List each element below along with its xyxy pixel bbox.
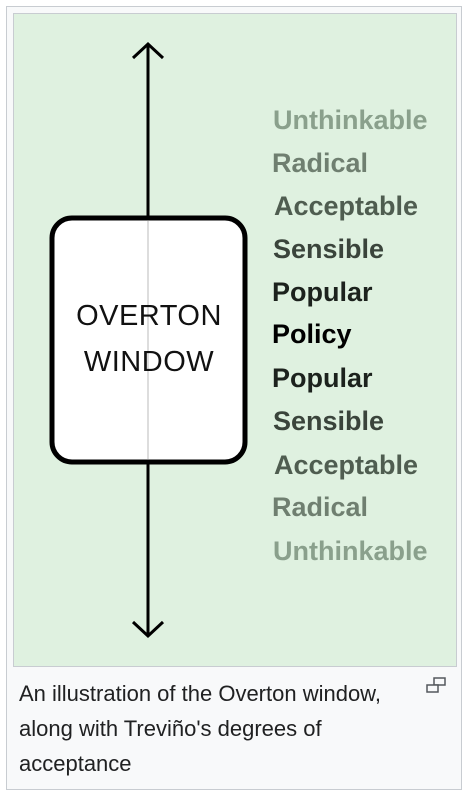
level-acceptable-top: Acceptable xyxy=(274,191,419,221)
overton-window-diagram[interactable]: OVERTON WINDOW Unthinkable Radical Accep… xyxy=(13,13,457,667)
window-label-line2: WINDOW xyxy=(83,346,215,378)
level-sensible-top: Sensible xyxy=(273,234,385,264)
enlarge-icon[interactable] xyxy=(425,677,447,693)
level-radical-top: Radical xyxy=(272,148,369,178)
down-arrowhead xyxy=(131,620,165,639)
diagram-graphic xyxy=(49,41,248,639)
level-popular-top: Popular xyxy=(272,277,373,307)
level-policy: Policy xyxy=(272,319,352,349)
level-unthinkable-top: Unthinkable xyxy=(273,105,428,135)
level-acceptable-bottom: Acceptable xyxy=(274,450,419,480)
window-label-line1: OVERTON xyxy=(76,300,222,332)
level-popular-bottom: Popular xyxy=(272,363,373,393)
level-unthinkable-bottom: Unthinkable xyxy=(273,536,428,566)
level-sensible-bottom: Sensible xyxy=(273,406,385,436)
level-radical-bottom: Radical xyxy=(272,492,369,522)
figure-caption: An illustration of the Overton window, a… xyxy=(19,681,381,776)
up-arrowhead xyxy=(131,41,165,60)
